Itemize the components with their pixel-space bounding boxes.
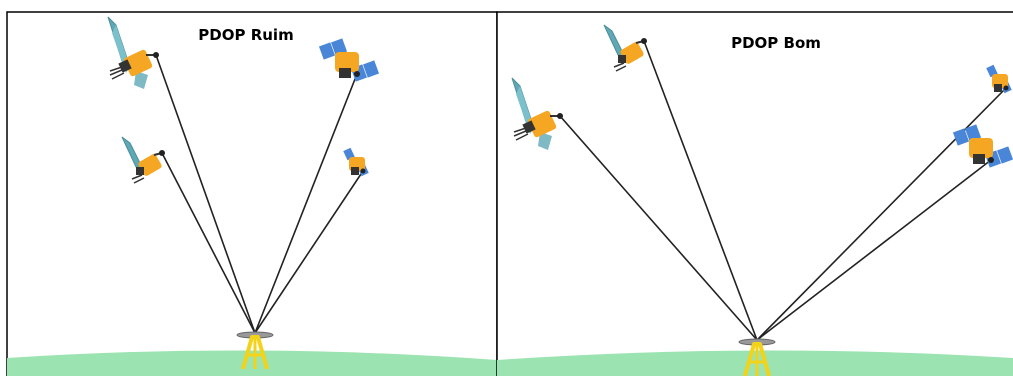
panel-frame bbox=[497, 12, 1013, 376]
panel-pdop-ruim: PDOP Ruim bbox=[7, 12, 497, 376]
panel-frame bbox=[7, 12, 497, 376]
panel-pdop-bom: PDOP Bom bbox=[497, 12, 1013, 376]
panel-title: PDOP Ruim bbox=[198, 26, 293, 44]
panel-title: PDOP Bom bbox=[731, 34, 821, 52]
